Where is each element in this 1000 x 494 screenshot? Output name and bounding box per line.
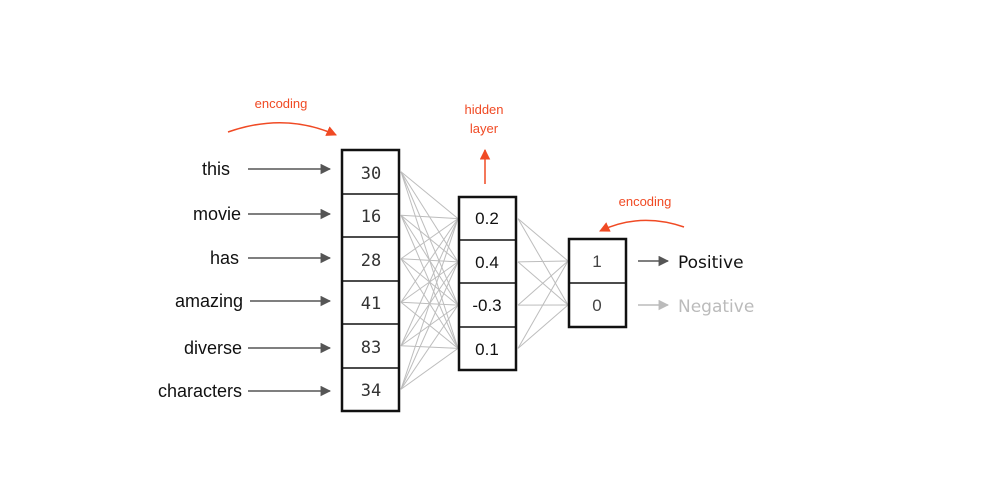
- encoding-arrow-right: [599, 219, 685, 232]
- input-value: 16: [361, 207, 381, 227]
- hidden-value: 0.4: [475, 253, 499, 272]
- input-vector: 30 16 28 41 83 34: [340, 148, 401, 413]
- input-word: has: [210, 248, 239, 268]
- hidden-output-connections: [517, 218, 569, 349]
- connection-line: [400, 347, 459, 390]
- connection-line: [400, 304, 459, 390]
- hidden-value: 0.1: [475, 340, 499, 359]
- output-value: 0: [592, 296, 601, 315]
- hidden-layer: 0.2 0.4 -0.3 0.1: [457, 195, 518, 372]
- encoding-label-right: encoding: [619, 194, 672, 209]
- connection-line: [400, 214, 459, 220]
- hidden-value: -0.3: [472, 296, 501, 315]
- connection-line: [400, 171, 459, 220]
- encoding-arrow-left: [227, 121, 337, 136]
- input-value: 83: [361, 338, 381, 358]
- output-value: 1: [592, 252, 601, 271]
- input-hidden-connections: [400, 171, 459, 390]
- connection-line: [517, 304, 569, 349]
- input-value: 30: [361, 164, 381, 184]
- input-value: 41: [361, 294, 381, 314]
- input-word: characters: [158, 381, 242, 401]
- negative-label: Negative: [678, 297, 754, 317]
- input-word: amazing: [175, 291, 243, 311]
- connection-line: [517, 260, 569, 306]
- input-arrows: [248, 163, 332, 397]
- connection-line: [517, 260, 569, 349]
- connection-line: [400, 218, 459, 260]
- input-word: diverse: [184, 338, 242, 358]
- hidden-value: 0.2: [475, 209, 499, 228]
- input-value: 28: [361, 251, 381, 271]
- input-word: this: [202, 159, 230, 179]
- encoding-label-left: encoding: [255, 96, 308, 111]
- input-value: 34: [361, 381, 381, 401]
- input-words: this movie has amazing diverse character…: [158, 159, 243, 401]
- positive-label: Positive: [678, 253, 744, 273]
- connection-line: [400, 218, 459, 303]
- connection-line: [517, 260, 569, 263]
- connection-line: [517, 218, 569, 262]
- input-word: movie: [193, 204, 241, 224]
- connection-line: [400, 218, 459, 346]
- output-vector: 1 0: [567, 237, 628, 329]
- hidden-layer-label-line2: layer: [470, 121, 499, 136]
- connection-line: [400, 218, 459, 390]
- connection-line: [400, 261, 459, 390]
- hidden-layer-label-line1: hidden: [464, 102, 503, 117]
